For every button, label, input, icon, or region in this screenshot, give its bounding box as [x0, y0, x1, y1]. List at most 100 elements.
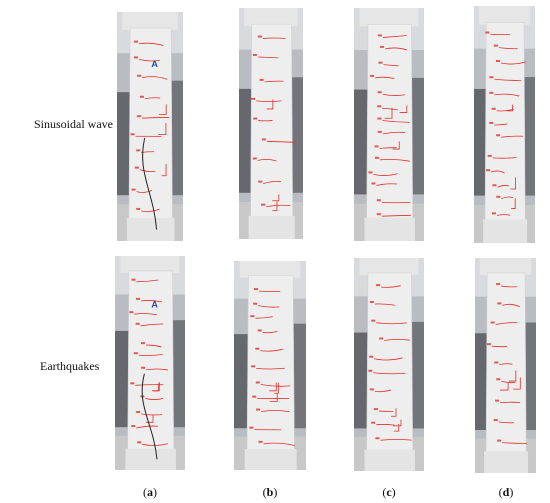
crack-mark [379, 158, 410, 162]
crack-mark [258, 305, 280, 308]
steel-frame-right [523, 322, 536, 430]
row-label-earthquakes: Earthquakes [40, 359, 100, 373]
crack-annotation [496, 134, 501, 137]
crack-mark [490, 170, 505, 174]
crack-annotation [131, 278, 136, 281]
crack-annotation [486, 343, 491, 346]
crack-annotation [496, 378, 501, 381]
crack-hook [508, 370, 517, 382]
crack-mark [373, 173, 398, 176]
crack-mark [264, 80, 284, 83]
crack-annotation [377, 130, 382, 133]
crack-annotation [378, 61, 383, 64]
crack-mark [382, 120, 410, 123]
photo-bottom-b [234, 261, 306, 470]
crack-annotation [492, 184, 497, 187]
top-beam [478, 6, 531, 25]
column-base [364, 449, 415, 471]
crack-annotation [130, 133, 135, 136]
marker-letter: A [151, 299, 158, 309]
column-base [483, 219, 528, 243]
crack-hook [511, 198, 516, 209]
steel-frame-left [239, 88, 254, 193]
column-base [125, 448, 176, 470]
photo-bottom-a: A [115, 256, 185, 470]
crack-mark [260, 384, 291, 387]
photo-svg [354, 258, 424, 471]
crack-annotation [489, 121, 494, 124]
top-beam [479, 258, 532, 276]
crack-mark [498, 421, 514, 424]
crack-mark [255, 316, 273, 319]
crack-annotation [137, 74, 142, 77]
crack-annotation [370, 74, 375, 77]
steel-frame-right [169, 80, 183, 196]
photo-bottom-c [354, 258, 424, 471]
crack-hook [266, 99, 274, 110]
crack-annotation [380, 45, 385, 48]
crack-hook [158, 104, 167, 115]
crack-mark [381, 214, 411, 217]
crack-annotation [253, 302, 258, 305]
crack-hook [272, 194, 280, 202]
crack-hook [391, 408, 397, 417]
crack-hook [393, 419, 402, 427]
crack-mark [263, 181, 281, 184]
crack-annotation [486, 169, 491, 172]
crack-hook [513, 377, 521, 390]
top-beam [244, 8, 298, 27]
crack-annotation [249, 426, 254, 429]
crack-annotation [379, 337, 384, 340]
crack-mark [492, 157, 517, 159]
crack-hook [272, 201, 278, 211]
crack-mark [501, 285, 518, 288]
crack-hook [392, 141, 400, 150]
crack-mark [261, 410, 290, 413]
crack-mark [141, 413, 163, 416]
crack-annotation [250, 315, 255, 318]
crack-annotation [376, 199, 381, 202]
crack-mark [500, 61, 526, 65]
column-face [484, 22, 526, 232]
caption-d: (d) [498, 485, 514, 499]
crack-annotation [130, 382, 135, 385]
crack-annotation [259, 78, 264, 81]
crack-annotation [497, 439, 502, 442]
crack-mark [260, 348, 283, 352]
column-base [248, 215, 295, 239]
steel-frame-right [410, 321, 424, 429]
crack-annotation [141, 366, 146, 369]
sensor-cable [141, 373, 158, 460]
crack-mark [376, 322, 407, 325]
photo-top-d [474, 6, 535, 243]
crack-annotation [136, 297, 141, 300]
photo-svg [475, 258, 536, 473]
crack-mark [380, 439, 412, 441]
crack-mark [145, 344, 162, 348]
photo-svg [234, 261, 306, 470]
crack-annotation [489, 91, 494, 94]
photo-svg [474, 6, 535, 243]
crack-mark [262, 37, 286, 39]
crack-annotation [489, 76, 494, 79]
photo-svg [239, 8, 303, 239]
crack-annotation [497, 302, 502, 305]
crack-mark [496, 214, 511, 216]
crack-annotation [371, 319, 376, 322]
column-base [484, 451, 529, 473]
crack-mark [374, 389, 392, 393]
crack-annotation [375, 437, 380, 440]
crack-mark [256, 367, 285, 370]
crack-hook [153, 383, 159, 392]
sensor-cable [142, 137, 158, 230]
crack-mark [266, 141, 296, 143]
steel-frame-left [234, 334, 250, 429]
crack-mark [144, 97, 161, 100]
crack-mark [136, 425, 159, 429]
crack-mark [139, 169, 156, 172]
photo-svg: A [117, 12, 183, 241]
crack-mark [141, 208, 160, 212]
crack-mark [499, 363, 513, 365]
crack-annotation [258, 180, 263, 183]
crack-annotation [377, 105, 382, 108]
